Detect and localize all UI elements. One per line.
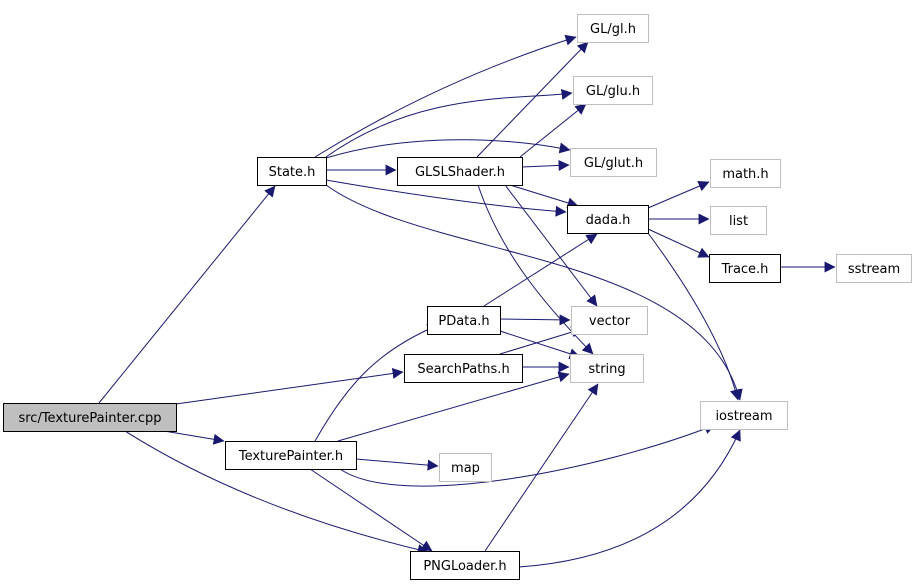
- node-label: math.h: [722, 167, 768, 182]
- edge-texturepainter-h-to-map: [355, 458, 439, 471]
- node-label: TexturePainter.h: [238, 449, 343, 464]
- node-box: [257, 157, 327, 186]
- node-box: [836, 254, 912, 283]
- node-label: SearchPaths.h: [417, 362, 509, 377]
- edge-pdata-h-to-vector: [499, 314, 571, 326]
- node-searchpaths-h[interactable]: SearchPaths.h: [404, 354, 523, 383]
- node-sstream: sstream: [836, 254, 912, 283]
- edge-src-texturepainter-cpp-to-texturepainter-h: [163, 430, 225, 445]
- edge-glslshader-h-to-dada-h: [509, 184, 579, 209]
- node-label: map: [451, 461, 480, 476]
- edge-state-h-to-iostream: [325, 184, 743, 401]
- node-box: [700, 401, 788, 430]
- edge-texturepainter-h-to-string: [337, 371, 570, 442]
- node-label: string: [588, 362, 625, 377]
- edge-glslshader-h-to-vector: [504, 184, 598, 307]
- node-string: string: [570, 354, 644, 383]
- node-label: PNGLoader.h: [423, 559, 506, 574]
- node-box: [573, 76, 653, 105]
- node-box: [570, 354, 644, 383]
- node-iostream: iostream: [700, 401, 788, 430]
- edge-pngloader-h-to-string: [484, 383, 599, 552]
- node-pdata-h[interactable]: PData.h: [427, 306, 501, 335]
- node-label: vector: [589, 314, 631, 329]
- node-box: [567, 205, 649, 234]
- node-src-texturepainter-cpp[interactable]: src/TexturePainter.cpp: [3, 403, 177, 432]
- node-label: GL/glu.h: [586, 84, 640, 99]
- node-pngloader-h[interactable]: PNGLoader.h: [410, 551, 520, 580]
- edge-glslshader-h-to-gl-glut-h: [521, 159, 570, 171]
- edge-glslshader-h-to-gl-gl-h: [476, 41, 589, 158]
- edge-pdata-h-to-string: [499, 330, 581, 360]
- node-label: State.h: [269, 165, 316, 180]
- node-box: [709, 254, 781, 283]
- edge-state-h-to-gl-glu-h: [325, 88, 573, 158]
- node-label: src/TexturePainter.cpp: [18, 411, 161, 426]
- edge-glslshader-h-to-gl-glu-h: [519, 103, 587, 158]
- edges: [98, 34, 836, 568]
- edge-texturepainter-h-to-iostream: [339, 423, 716, 487]
- node-trace-h[interactable]: Trace.h: [709, 254, 781, 283]
- edge-state-h-to-gl-glut-h: [325, 139, 571, 159]
- node-label: dada.h: [586, 213, 631, 228]
- node-box: [710, 206, 767, 235]
- edge-texturepainter-h-to-pdata-h: [314, 324, 439, 442]
- node-box: [404, 354, 523, 383]
- node-box: [397, 157, 523, 186]
- node-box: [571, 306, 648, 335]
- node-label: GL/glut.h: [584, 156, 643, 171]
- edge-dada-h-to-trace-h: [647, 228, 710, 258]
- node-box: [710, 159, 781, 188]
- edge-dada-h-to-math-h: [647, 181, 710, 209]
- node-label: Trace.h: [721, 262, 769, 277]
- edge-src-texturepainter-cpp-to-state-h: [98, 185, 276, 404]
- node-box: [410, 551, 520, 580]
- edge-texturepainter-h-to-pngloader-h: [309, 468, 433, 552]
- node-box: [3, 403, 177, 432]
- edge-pngloader-h-to-iostream: [518, 429, 741, 568]
- node-texturepainter-h[interactable]: TexturePainter.h: [225, 441, 357, 470]
- edge-src-texturepainter-cpp-to-searchpaths-h: [175, 368, 404, 405]
- node-box: [427, 306, 501, 335]
- node-dada-h[interactable]: dada.h: [567, 205, 649, 234]
- node-glslshader-h[interactable]: GLSLShader.h: [397, 157, 523, 186]
- edge-src-texturepainter-cpp-to-pngloader-h: [124, 430, 429, 555]
- nodes: src/TexturePainter.cpp State.h GLSLShader.…: [3, 14, 912, 580]
- node-map: map: [439, 453, 492, 482]
- edge-state-h-to-gl-gl-h: [314, 34, 577, 158]
- node-label: list: [729, 214, 748, 229]
- node-label: sstream: [848, 262, 900, 277]
- node-list: list: [710, 206, 767, 235]
- node-label: iostream: [715, 409, 772, 424]
- node-gl-glu-h: GL/glu.h: [573, 76, 653, 105]
- edge-state-h-to-dada-h: [325, 179, 567, 217]
- node-box: [225, 441, 357, 470]
- node-vector: vector: [571, 306, 648, 335]
- edge-dada-h-to-iostream: [647, 232, 741, 401]
- node-gl-glut-h: GL/glut.h: [570, 148, 657, 177]
- node-label: GL/gl.h: [590, 22, 636, 37]
- node-box: [577, 14, 649, 43]
- edge-searchpaths-h-to-vector: [499, 326, 583, 355]
- node-state-h[interactable]: State.h: [257, 157, 327, 186]
- node-label: GLSLShader.h: [415, 165, 505, 180]
- node-box: [439, 453, 492, 482]
- edge-pdata-h-to-dada-h: [483, 233, 598, 307]
- node-label: PData.h: [438, 314, 489, 329]
- node-box: [570, 148, 657, 177]
- node-math-h: math.h: [710, 159, 781, 188]
- node-gl-gl-h: GL/gl.h: [577, 14, 649, 43]
